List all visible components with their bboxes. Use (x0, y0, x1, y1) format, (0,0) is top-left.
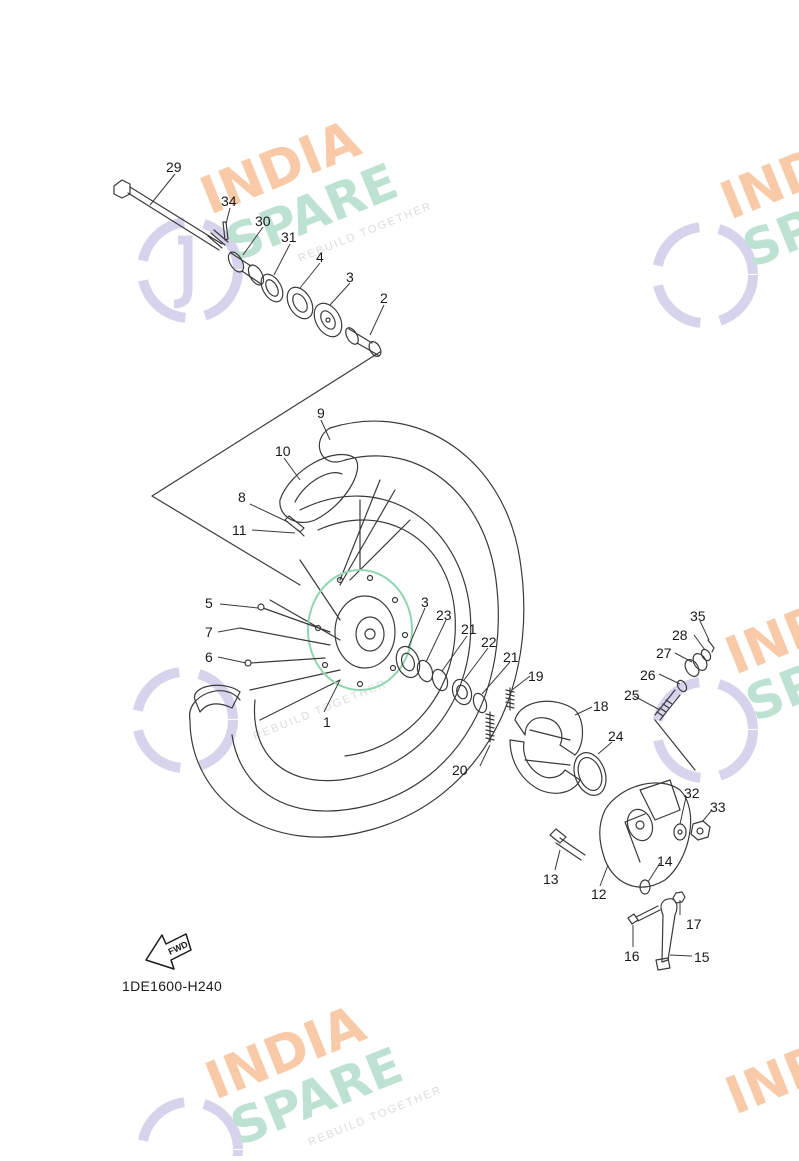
watermark-middle-left: REBUILD TOGETHER (132, 667, 390, 773)
part-cotter-pin (222, 221, 229, 241)
callout-14: 14 (657, 853, 673, 869)
part-spring-19 (505, 687, 515, 711)
part-circlip (416, 659, 434, 683)
callout-34: 34 (221, 193, 237, 209)
part-seal-24 (573, 752, 607, 796)
part-tube (279, 453, 359, 523)
part-bearing-3-lower (395, 645, 421, 679)
part-brake-lever (655, 898, 678, 971)
part-oil-seal (260, 273, 284, 303)
callout-9: 9 (317, 405, 325, 421)
callout-27: 27 (656, 645, 672, 661)
callout-12: 12 (591, 886, 607, 902)
callout-13: 13 (543, 871, 559, 887)
callout-22: 22 (481, 634, 497, 650)
callout-18: 18 (593, 698, 609, 714)
watermark-top-right: INDIA SPARE (652, 114, 799, 328)
callout-3-upper: 3 (346, 269, 354, 285)
callout-8: 8 (238, 489, 246, 505)
callout-23: 23 (436, 607, 452, 623)
part-rim (249, 479, 472, 782)
part-nut-33 (690, 820, 711, 841)
part-brake-shoes (509, 700, 584, 794)
callout-35: 35 (690, 608, 706, 624)
watermark-top-center: INDIA SPARE REBUILD TOGETHER (137, 109, 434, 323)
callout-7: 7 (205, 624, 213, 640)
part-tire (189, 420, 525, 838)
part-bearing-3 (313, 302, 343, 338)
callout-32: 32 (684, 785, 700, 801)
part-valve (284, 515, 305, 537)
part-spoke-7 (239, 627, 331, 646)
part-washer-21a (431, 668, 449, 692)
part-nut-17 (672, 891, 686, 904)
part-rim-band (194, 684, 241, 713)
callout-5: 5 (205, 595, 213, 611)
callout-6: 6 (205, 649, 213, 665)
part-camshaft (549, 828, 586, 861)
part-bolt-16 (627, 905, 661, 925)
callout-10: 10 (275, 443, 291, 459)
callout-21b: 21 (503, 649, 519, 665)
callout-26: 26 (640, 667, 656, 683)
callout-labels: 1 2 3 3 4 5 6 7 8 9 10 11 12 13 14 15 16… (166, 159, 726, 965)
callout-30: 30 (255, 213, 271, 229)
callout-20: 20 (452, 762, 468, 778)
callout-2: 2 (380, 290, 388, 306)
callout-11: 11 (232, 522, 247, 538)
part-meter-gear (684, 653, 708, 677)
callout-21a: 21 (461, 621, 477, 637)
callout-4: 4 (316, 249, 324, 265)
part-washer-32 (673, 823, 687, 841)
part-collar (227, 251, 265, 286)
part-washer-14 (639, 879, 651, 895)
watermark-bottom: INDIA SPARE REBUILD TOGETHER INDIA (137, 994, 799, 1161)
callout-25: 25 (624, 687, 640, 703)
part-axle (113, 179, 229, 251)
part-drive-gear (451, 678, 473, 706)
callout-1: 1 (323, 714, 331, 730)
part-washer-26 (676, 679, 688, 693)
callout-15: 15 (694, 949, 710, 965)
guide-line-brake (624, 813, 646, 863)
guide-line-drive (654, 719, 696, 771)
callout-24: 24 (608, 728, 624, 744)
part-bearing-4 (286, 286, 314, 320)
watermark-middle-right: INDIA SPARE (652, 569, 799, 783)
leader-lines (149, 173, 713, 957)
callout-29: 29 (166, 159, 182, 175)
part-spacer (345, 327, 382, 357)
part-washer-21b (472, 692, 488, 714)
callout-19: 19 (528, 668, 544, 684)
part-spoke-6 (249, 657, 326, 664)
callout-28: 28 (672, 627, 688, 643)
callout-3-lower: 3 (421, 594, 429, 610)
part-clip-35 (707, 639, 715, 653)
part-meter-shaft (654, 689, 681, 721)
part-hub (307, 569, 413, 691)
callout-31: 31 (281, 229, 297, 245)
part-brake-plate (599, 779, 692, 888)
fwd-arrow-icon (145, 933, 192, 970)
callout-16: 16 (624, 948, 640, 964)
callout-33: 33 (710, 799, 726, 815)
watermark-india: INDIA (717, 1009, 799, 1127)
watermark-tagline: REBUILD TOGETHER (252, 678, 390, 743)
part-spoke-5 (262, 607, 331, 633)
part-oring-28 (700, 648, 712, 662)
drawing-code: 1DE1600-H240 (122, 978, 223, 994)
callout-17: 17 (686, 916, 702, 932)
guide-line-axle (151, 351, 381, 586)
part-spring-20 (485, 711, 495, 743)
